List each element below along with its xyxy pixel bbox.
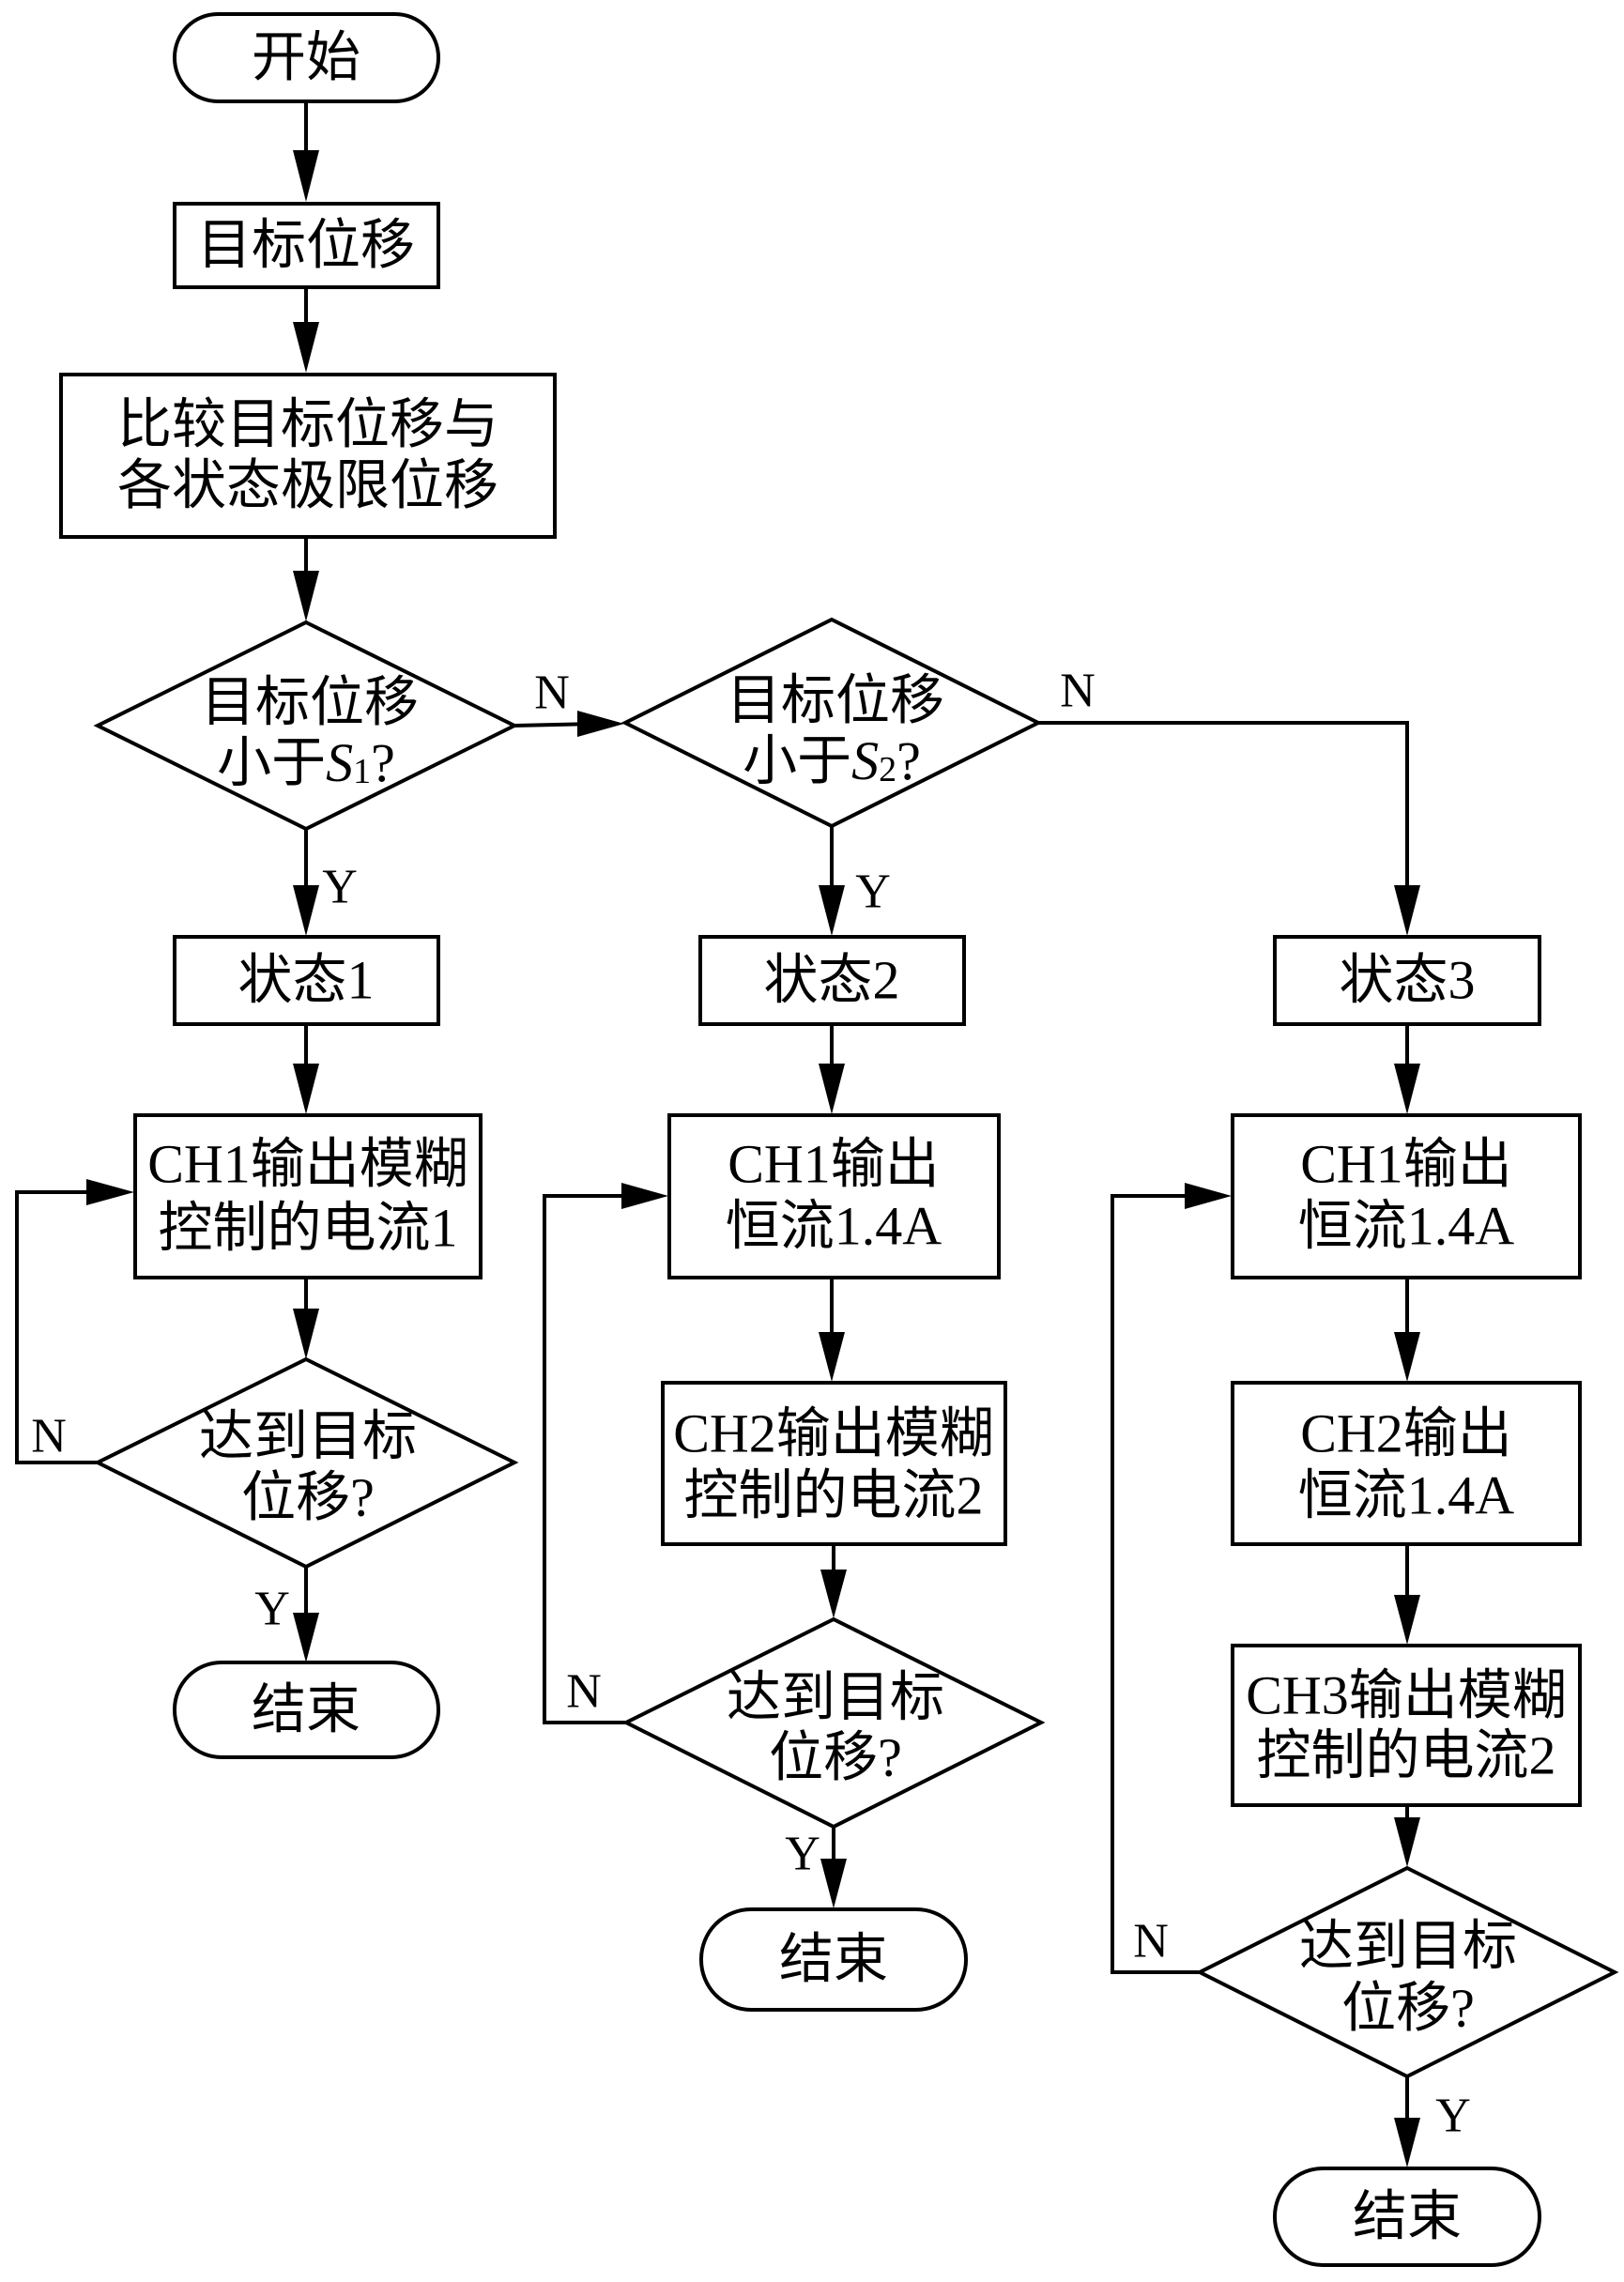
end3-node: 结束 bbox=[1273, 2167, 1541, 2267]
compare-box: 比较目标位移与 各状态极限位移 bbox=[59, 373, 557, 539]
connector-decision2-state3 bbox=[1038, 721, 1409, 911]
start-node: 开始 bbox=[173, 12, 440, 103]
arrowhead bbox=[293, 1064, 319, 1114]
arrowhead bbox=[1394, 1332, 1420, 1382]
arrowhead bbox=[1185, 1183, 1232, 1209]
arrowhead bbox=[819, 1332, 845, 1382]
arrowhead bbox=[1394, 1595, 1420, 1645]
arrowhead bbox=[820, 1570, 847, 1618]
arrowhead bbox=[577, 711, 624, 737]
state2-label: 状态2 bbox=[763, 950, 899, 1011]
state2-box: 状态2 bbox=[698, 935, 966, 1026]
end3-label: 结束 bbox=[1353, 2186, 1462, 2247]
col2-step2-box: CH2输出模糊 控制的电流2 bbox=[661, 1381, 1007, 1546]
label-yes-col2: Y bbox=[785, 1828, 820, 1881]
col1-step1-box: CH1输出模糊 控制的电流1 bbox=[133, 1113, 483, 1279]
col2-step1-line1: CH1输出 bbox=[728, 1134, 940, 1195]
arrowhead bbox=[819, 885, 845, 936]
col2-check-line1: 达到目标 bbox=[727, 1667, 944, 1728]
col1-check-line1: 达到目标 bbox=[199, 1406, 417, 1467]
end1-label: 结束 bbox=[252, 1679, 360, 1740]
col3-check-line2: 位移? bbox=[1341, 1978, 1475, 2039]
col2-step2-line1: CH2输出模糊 bbox=[673, 1403, 994, 1464]
decision-s2-line2: 小于S2? bbox=[743, 730, 921, 791]
arrowhead bbox=[820, 1859, 847, 1908]
connector-check3-loop bbox=[1111, 1194, 1207, 1974]
col3-step3-box: CH3输出模糊 控制的电流2 bbox=[1231, 1644, 1582, 1807]
start-label: 开始 bbox=[252, 27, 360, 88]
label-yes-s1: Y bbox=[322, 861, 358, 914]
label-yes-s2: Y bbox=[855, 865, 891, 919]
arrowhead bbox=[1394, 1064, 1420, 1114]
compare-label-line1: 比较目标位移与 bbox=[117, 394, 498, 455]
arrowhead bbox=[819, 1064, 845, 1114]
arrowhead bbox=[621, 1183, 668, 1209]
target-displacement-box: 目标位移 bbox=[173, 202, 440, 289]
col3-step1-box: CH1输出 恒流1.4A bbox=[1231, 1113, 1582, 1279]
state1-label: 状态1 bbox=[237, 950, 374, 1011]
label-yes-col3: Y bbox=[1435, 2090, 1471, 2143]
col3-step1-line1: CH1输出 bbox=[1300, 1134, 1512, 1195]
arrowhead bbox=[293, 571, 319, 621]
col3-step2-line1: CH2输出 bbox=[1300, 1403, 1512, 1464]
col3-step1-line2: 恒流1.4A bbox=[1298, 1196, 1515, 1257]
label-no-col3: N bbox=[1133, 1915, 1169, 1968]
arrowhead bbox=[1394, 885, 1420, 936]
col3-step3-line1: CH3输出模糊 bbox=[1246, 1665, 1567, 1726]
arrowhead bbox=[293, 885, 319, 936]
label-yes-col1: Y bbox=[254, 1583, 290, 1636]
col1-check-decision: 达到目标 位移? bbox=[93, 1356, 519, 1570]
state3-box: 状态3 bbox=[1273, 935, 1541, 1026]
col1-step1-line2: 控制的电流1 bbox=[158, 1198, 457, 1259]
label-no-s1: N bbox=[534, 666, 570, 720]
arrowhead bbox=[293, 1309, 319, 1359]
col3-check-decision: 达到目标 位移? bbox=[1195, 1865, 1619, 2079]
label-no-col2: N bbox=[566, 1665, 602, 1719]
col3-step3-line2: 控制的电流2 bbox=[1256, 1725, 1555, 1786]
end2-label: 结束 bbox=[779, 1929, 888, 1990]
arrowhead bbox=[1394, 2118, 1420, 2167]
end1-node: 结束 bbox=[173, 1661, 440, 1759]
col2-step1-box: CH1输出 恒流1.4A bbox=[667, 1113, 1001, 1279]
state3-label: 状态3 bbox=[1339, 950, 1475, 1011]
target-displacement-label: 目标位移 bbox=[197, 215, 415, 276]
decision-s1: 目标位移 小于S1? bbox=[93, 620, 519, 832]
label-no-s2: N bbox=[1060, 665, 1095, 718]
arrowhead bbox=[86, 1179, 134, 1205]
label-no-col1: N bbox=[31, 1410, 67, 1463]
decision-s1-line2: 小于S1? bbox=[217, 732, 395, 793]
connector-check1-loop bbox=[15, 1190, 108, 1464]
decision-s2: 目标位移 小于S2? bbox=[620, 617, 1043, 829]
col1-step1-line1: CH1输出模糊 bbox=[147, 1134, 468, 1195]
arrowhead bbox=[293, 322, 319, 373]
col2-check-decision: 达到目标 位移? bbox=[621, 1616, 1046, 1830]
compare-label-line2: 各状态极限位移 bbox=[117, 455, 498, 516]
col3-step2-line2: 恒流1.4A bbox=[1298, 1465, 1515, 1526]
col2-check-line2: 位移? bbox=[769, 1727, 902, 1788]
col2-step1-line2: 恒流1.4A bbox=[726, 1196, 942, 1257]
col2-step2-line2: 控制的电流2 bbox=[683, 1465, 983, 1526]
arrowhead bbox=[1394, 1817, 1420, 1867]
connectors bbox=[15, 101, 1420, 2167]
col3-check-line1: 达到目标 bbox=[1299, 1916, 1517, 1977]
decision-s2-line1: 目标位移 bbox=[727, 670, 944, 731]
connector-check2-loop bbox=[543, 1194, 643, 1724]
arrowhead bbox=[293, 1613, 319, 1662]
arrowhead bbox=[293, 150, 319, 202]
end2-node: 结束 bbox=[699, 1907, 968, 2012]
col3-step2-box: CH2输出 恒流1.4A bbox=[1231, 1381, 1582, 1546]
state1-box: 状态1 bbox=[173, 935, 440, 1026]
col1-check-line2: 位移? bbox=[241, 1467, 375, 1528]
decision-s1-line1: 目标位移 bbox=[201, 672, 419, 733]
